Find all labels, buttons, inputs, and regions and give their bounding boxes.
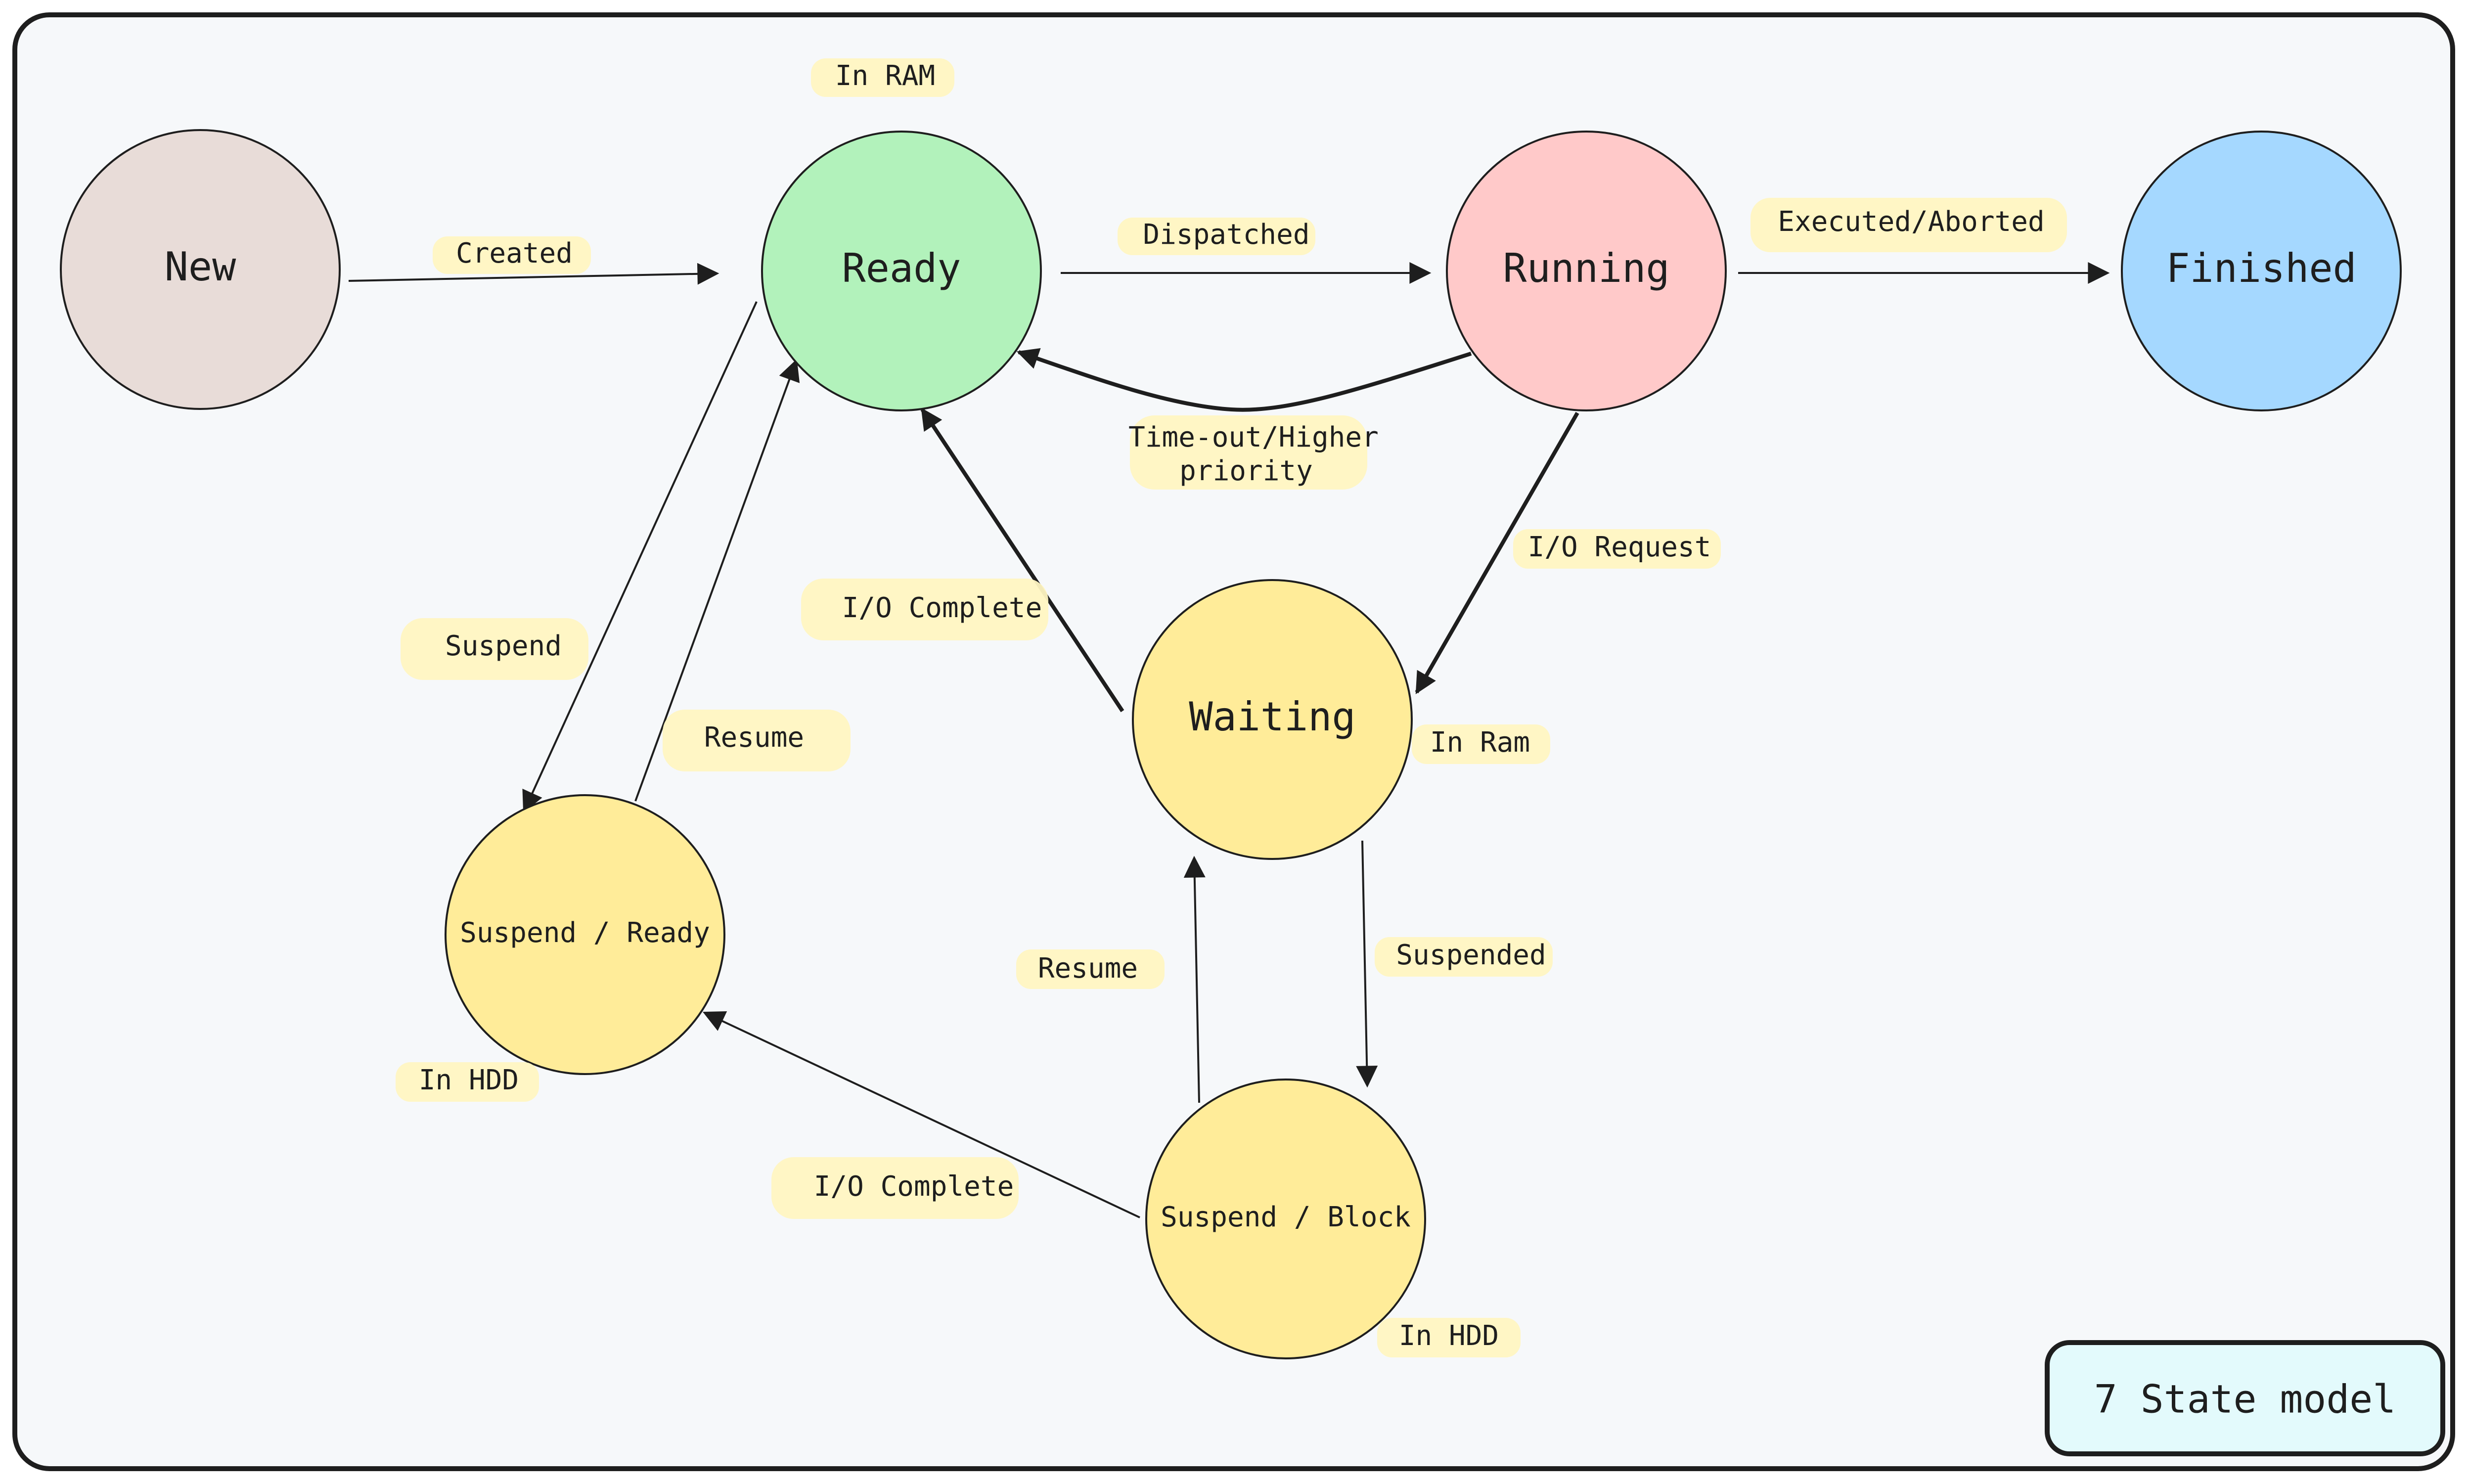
label-io-complete-block-text: I/O Complete <box>814 1170 1014 1203</box>
label-suspend: Suspend <box>401 618 588 680</box>
label-resume-waiting: Resume <box>1016 949 1165 989</box>
note-suspend-block-location: In HDD <box>1377 1318 1521 1357</box>
state-suspend-block-circle <box>1145 1079 1426 1359</box>
state-waiting-circle <box>1132 579 1413 860</box>
label-io-request-text: I/O Request <box>1528 531 1711 563</box>
edge-created <box>348 263 719 285</box>
title-text: 7 State model <box>2094 1377 2396 1422</box>
state-new-circle <box>60 129 341 410</box>
state-ready-circle <box>761 131 1042 411</box>
state-new: New <box>60 129 341 410</box>
label-timeout-line2: priority <box>1179 455 1313 487</box>
state-suspend-ready-label: Suspend / Ready <box>460 917 710 949</box>
label-dispatched-text: Dispatched <box>1143 219 1309 251</box>
edge-resume-ready <box>634 359 800 802</box>
label-dispatched: Dispatched <box>1118 218 1315 255</box>
state-suspend-block-label: Suspend / Block <box>1161 1201 1411 1233</box>
state-finished-circle <box>2121 131 2402 411</box>
note-waiting-location-text: In Ram <box>1430 726 1530 759</box>
edge-io-complete-waiting <box>920 407 1124 713</box>
state-waiting: Waiting <box>1132 579 1413 860</box>
title-box-frame <box>2045 1340 2445 1456</box>
edge-io-complete-block <box>703 1011 1140 1218</box>
state-new-label: New <box>165 244 236 290</box>
state-running-circle <box>1446 131 1727 411</box>
edge-timeout <box>1016 348 1472 412</box>
state-finished-label: Finished <box>2166 245 2356 291</box>
state-running-label: Running <box>1503 245 1669 291</box>
edge-io-request <box>1415 412 1579 694</box>
note-ready-location: In RAM <box>811 58 954 97</box>
title-box: 7 State model <box>2045 1340 2445 1456</box>
label-resume-ready: Resume <box>663 710 851 771</box>
state-waiting-label: Waiting <box>1189 694 1355 740</box>
label-suspended-text: Suspended <box>1396 939 1546 971</box>
state-suspend-block: Suspend / Block <box>1145 1079 1426 1359</box>
label-resume-waiting-text: Resume <box>1038 952 1138 985</box>
state-suspend-ready: Suspend / Ready <box>445 794 725 1075</box>
note-ready-location-text: In RAM <box>835 60 935 92</box>
edge-resume-waiting <box>1183 855 1206 1103</box>
state-ready-label: Ready <box>842 245 961 291</box>
label-io-request: I/O Request <box>1513 529 1721 569</box>
label-suspended: Suspended <box>1375 937 1553 977</box>
label-io-complete-waiting: I/O Complete <box>801 579 1048 640</box>
state-suspend-ready-circle <box>445 794 725 1075</box>
note-suspend-block-location-text: In HDD <box>1399 1320 1499 1352</box>
label-suspend-text: Suspend <box>445 630 562 662</box>
state-ready: Ready <box>761 131 1042 411</box>
label-executed-aborted-text: Executed/Aborted <box>1778 206 2044 238</box>
label-io-complete-block: I/O Complete <box>771 1157 1019 1219</box>
label-io-complete-waiting-text: I/O Complete <box>842 592 1042 624</box>
state-running: Running <box>1446 131 1727 411</box>
state-finished: Finished <box>2121 131 2402 411</box>
label-created: Created <box>433 236 591 274</box>
label-timeout: Time-out/Higher priority <box>1128 415 1379 490</box>
edge-suspended <box>1356 840 1378 1088</box>
label-timeout-line1: Time-out/Higher <box>1128 421 1379 453</box>
label-executed-aborted: Executed/Aborted <box>1750 198 2067 252</box>
label-created-text: Created <box>456 237 573 270</box>
note-suspend-ready-location-text: In HDD <box>419 1064 519 1096</box>
label-resume-ready-text: Resume <box>704 721 804 754</box>
note-waiting-location: In Ram <box>1412 724 1550 764</box>
edge-suspend <box>522 301 758 813</box>
note-suspend-ready-location: In HDD <box>396 1062 539 1102</box>
